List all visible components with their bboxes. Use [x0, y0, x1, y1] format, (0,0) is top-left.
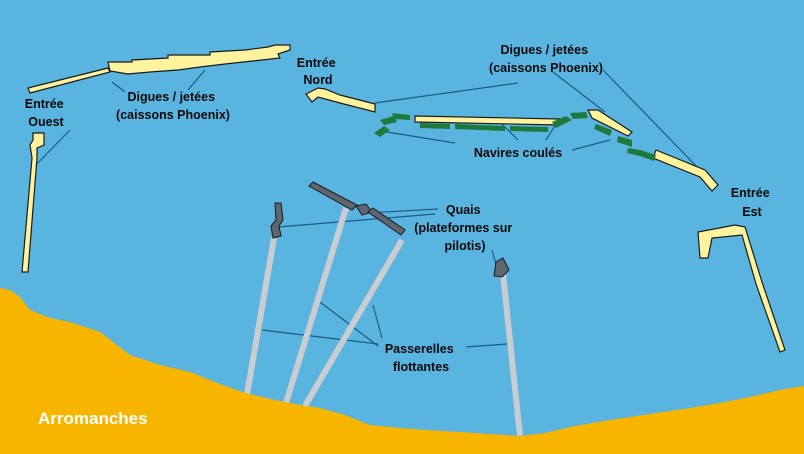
label-east-entrance: Entrée Est: [731, 186, 773, 219]
northwest-breakwater: [107, 44, 291, 75]
north-entrance-head: [305, 87, 376, 113]
west-outer-breakwater: [27, 67, 111, 94]
label-north-entrance: Entrée Nord: [297, 56, 339, 87]
sunk-ship: [510, 126, 548, 132]
sunk-ships: [374, 112, 656, 161]
label-west-entrance: Entrée Ouest: [25, 97, 67, 129]
sunk-ship: [640, 150, 656, 161]
label-town: Arromanches: [38, 409, 148, 428]
label-breakwaters-left: Digues / jetées (caissons Phoenix): [116, 90, 230, 122]
label-sunk-ships: Navires coulés: [474, 146, 562, 160]
floating-roadways: [243, 207, 523, 437]
sunk-ship: [570, 112, 588, 119]
pier-central-arm: [367, 207, 406, 236]
roadway-2: [283, 207, 349, 404]
sunk-ship: [594, 124, 612, 136]
northeast-elbow: [587, 109, 633, 137]
labels: Entrée Ouest Digues / jetées (caissons P…: [25, 43, 773, 428]
east-entrance-arm: [697, 224, 786, 353]
roadway-1: [243, 237, 277, 401]
sunk-ship: [617, 136, 632, 147]
sunk-ship: [380, 116, 397, 125]
pier-central-spine: [308, 181, 358, 211]
roadway-3: [302, 238, 405, 408]
roadway-4: [500, 273, 523, 437]
land: [0, 288, 804, 454]
piers: [270, 181, 510, 278]
sunk-ship: [552, 116, 572, 128]
sunk-ship: [420, 123, 450, 129]
sunk-ship: [627, 148, 640, 156]
sunk-ship: [392, 113, 410, 120]
label-piers: Quais (plateformes sur pilotis): [414, 203, 515, 253]
west-entrance-arm: [21, 132, 45, 273]
label-breakwaters-right: Digues / jetées (caissons Phoenix): [489, 43, 603, 75]
label-floating-roadways: Passerelles flottantes: [385, 342, 457, 374]
sunk-ship: [455, 124, 505, 131]
sunk-ship: [374, 126, 390, 137]
pier-east: [493, 257, 510, 278]
pier-west: [270, 202, 284, 239]
